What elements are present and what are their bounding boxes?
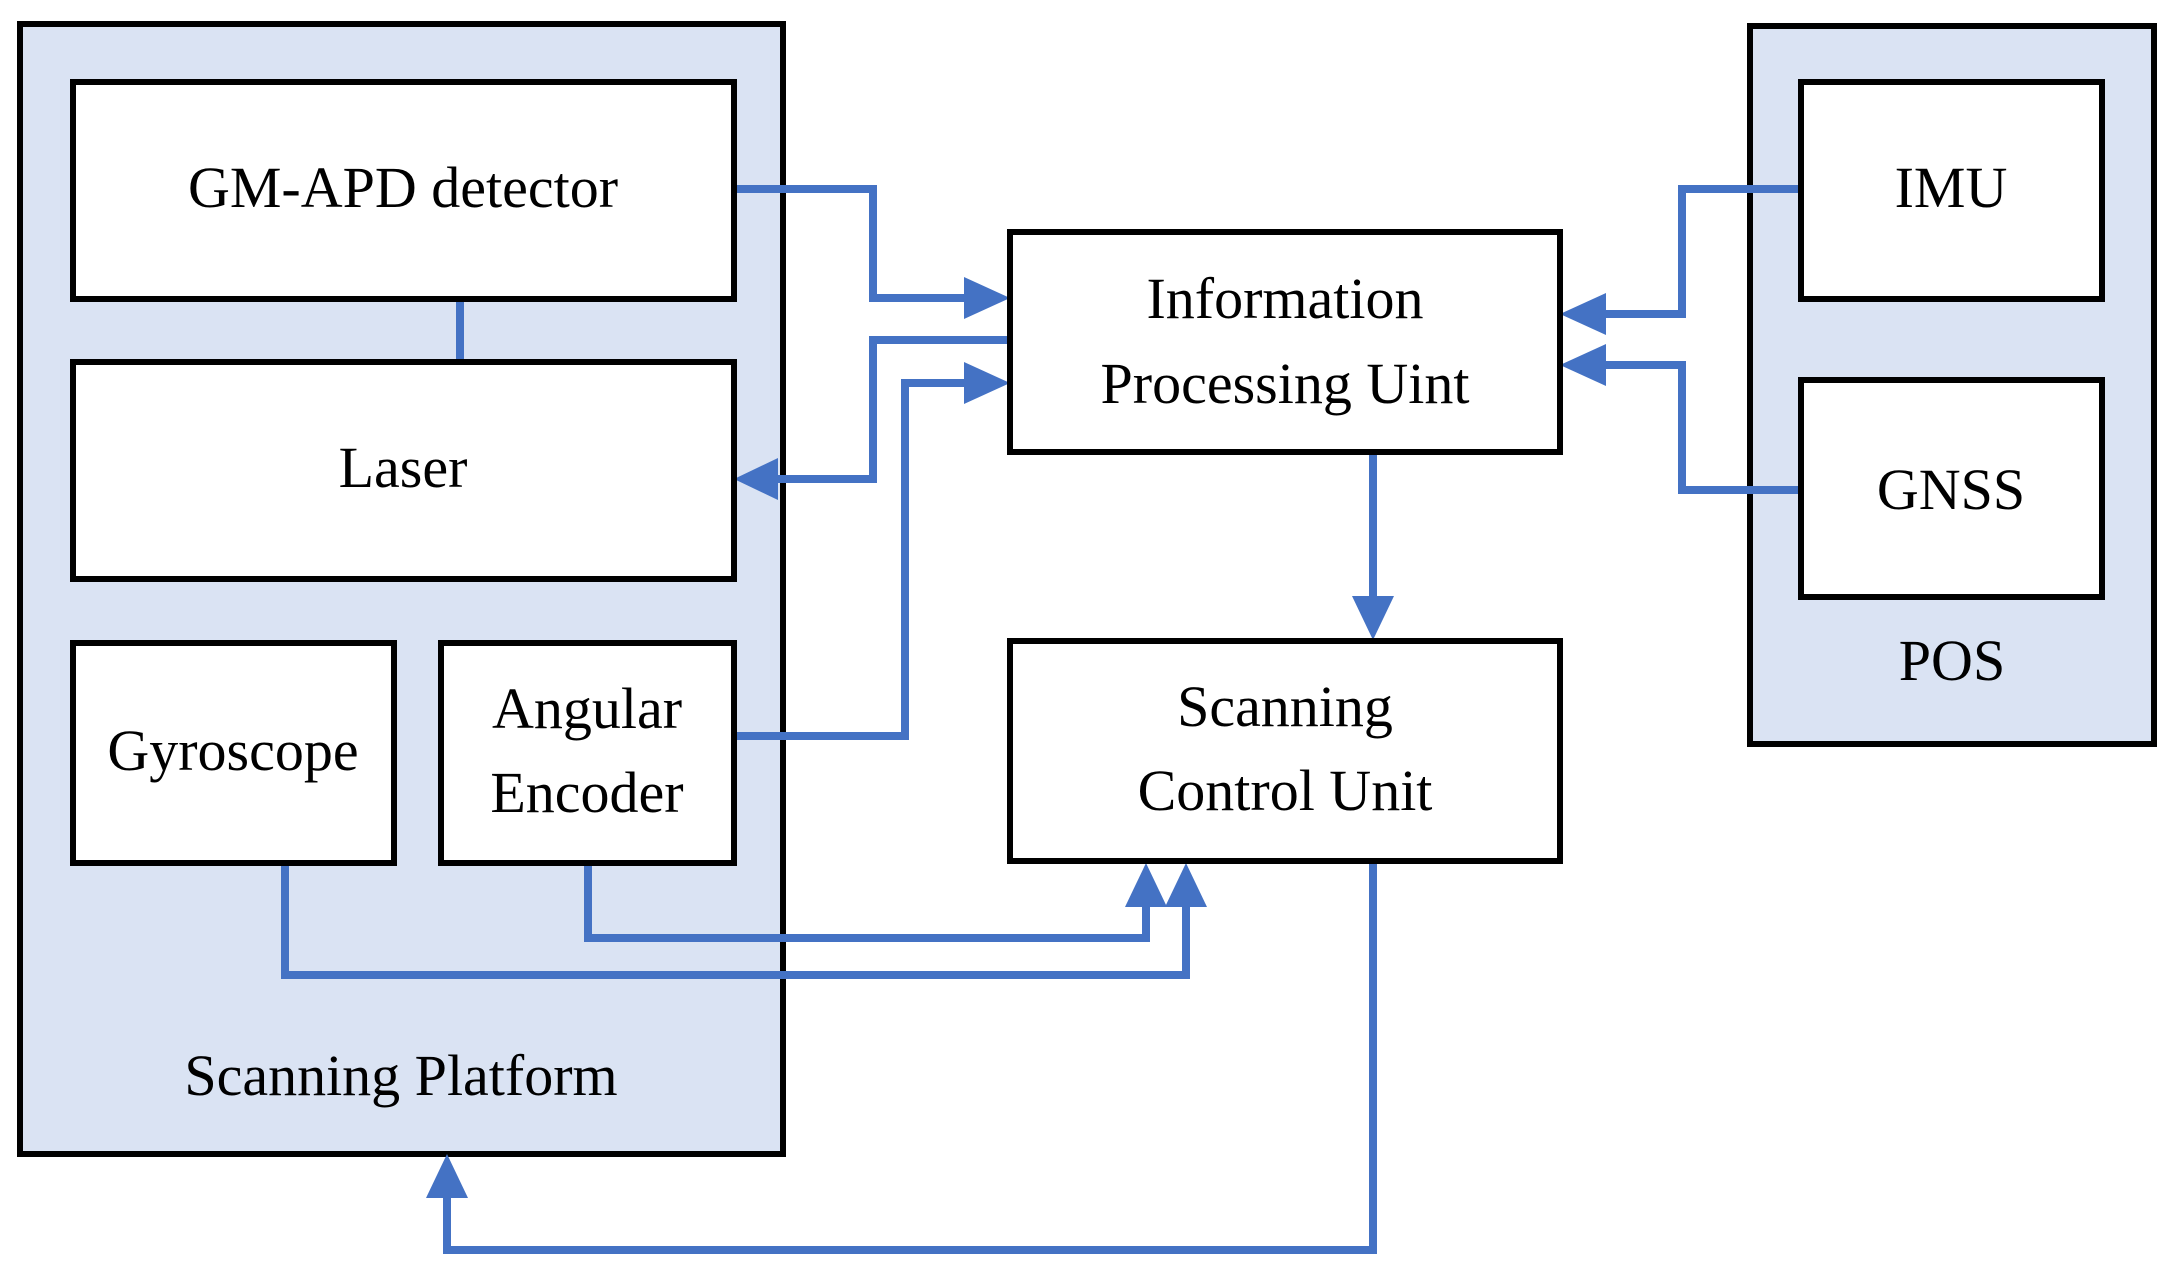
imu-to-ipu-arrowhead [1560, 293, 1606, 335]
encoder-to-ipu-arrowhead [964, 362, 1010, 404]
scanning-control-unit-block: Scanning Control Unit [1007, 638, 1563, 864]
angular-encoder-label-line2: Encoder [490, 760, 683, 825]
connectors [281, 185, 1801, 1254]
angular-encoder-label-line1: Angular [492, 676, 682, 741]
scu-to-platform-wire [443, 861, 1377, 1254]
imu-block: IMU [1798, 79, 2105, 302]
gnss-to-ipu-arrowhead [1560, 344, 1606, 386]
gyroscope-label: Gyroscope [107, 718, 358, 783]
encoder-to-scu-arrowhead [1125, 863, 1167, 907]
information-processing-unit-label-line1: Information [1146, 266, 1423, 331]
gyroscope-to-scu-arrowhead [1165, 863, 1207, 907]
imu-to-ipu-wire [1602, 185, 1801, 318]
pos-label: POS [1899, 628, 2005, 693]
ipu-to-laser-wire [775, 336, 1010, 483]
detector-to-ipu-wire [734, 185, 968, 302]
scanning-platform-label: Scanning Platform [184, 1043, 617, 1108]
gm-apd-detector-label: GM-APD detector [188, 155, 618, 220]
gyroscope-to-scu-wire [281, 865, 1190, 979]
encoder-to-ipu-wire [734, 379, 968, 740]
imu-label: IMU [1895, 155, 2008, 220]
information-processing-unit-label-line2: Processing Uint [1101, 351, 1470, 416]
information-processing-unit-block: Information Processing Uint [1007, 229, 1563, 455]
ipu-to-laser-arrowhead [734, 458, 778, 500]
gm-apd-detector-block: GM-APD detector [70, 79, 737, 302]
scanning-control-unit-label-line1: Scanning [1177, 674, 1393, 739]
angular-encoder-block: Angular Encoder [438, 640, 737, 866]
gnss-block: GNSS [1798, 377, 2105, 600]
gnss-to-ipu-wire [1602, 361, 1801, 494]
ipu-to-scu-arrowhead [1352, 596, 1394, 640]
gnss-label: GNSS [1877, 457, 2025, 522]
laser-block: Laser [70, 359, 737, 582]
detector-to-ipu-arrowhead [964, 277, 1010, 319]
gyroscope-block: Gyroscope [70, 640, 397, 866]
scanning-control-unit-label-line2: Control Unit [1138, 758, 1433, 823]
scu-to-platform-arrowhead [426, 1154, 468, 1198]
encoder-to-scu-wire [584, 865, 1150, 942]
laser-label: Laser [339, 435, 468, 500]
